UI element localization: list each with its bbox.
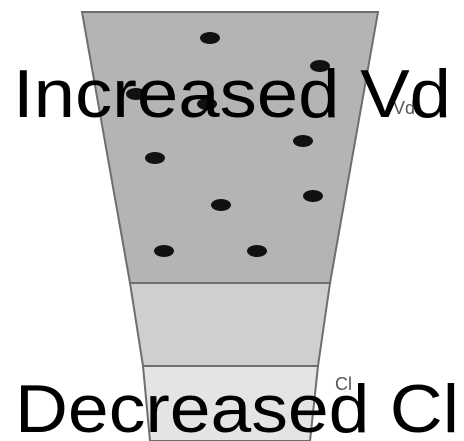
particle-dot [310, 60, 330, 72]
particle-dot [197, 98, 217, 110]
particle-dot [211, 199, 231, 211]
particle-dot [126, 88, 146, 100]
funnel-upper-compartment [80, 11, 380, 284]
side-label-cl: Cl [335, 374, 352, 394]
particle-dot [154, 245, 174, 257]
particle-dot [247, 245, 267, 257]
particle-dot [145, 152, 165, 164]
particle-dot [200, 32, 220, 44]
side-label-vd: Vd [393, 98, 415, 118]
label-increased-vd: Increased Vd [13, 56, 451, 132]
drug-particles [126, 32, 330, 257]
funnel-middle-compartment [128, 282, 332, 367]
label-decreased-cl: Decreased Cl [15, 371, 459, 441]
particle-dot [303, 190, 323, 202]
funnel-bottom-compartment [141, 365, 320, 441]
particle-dot [293, 135, 313, 147]
